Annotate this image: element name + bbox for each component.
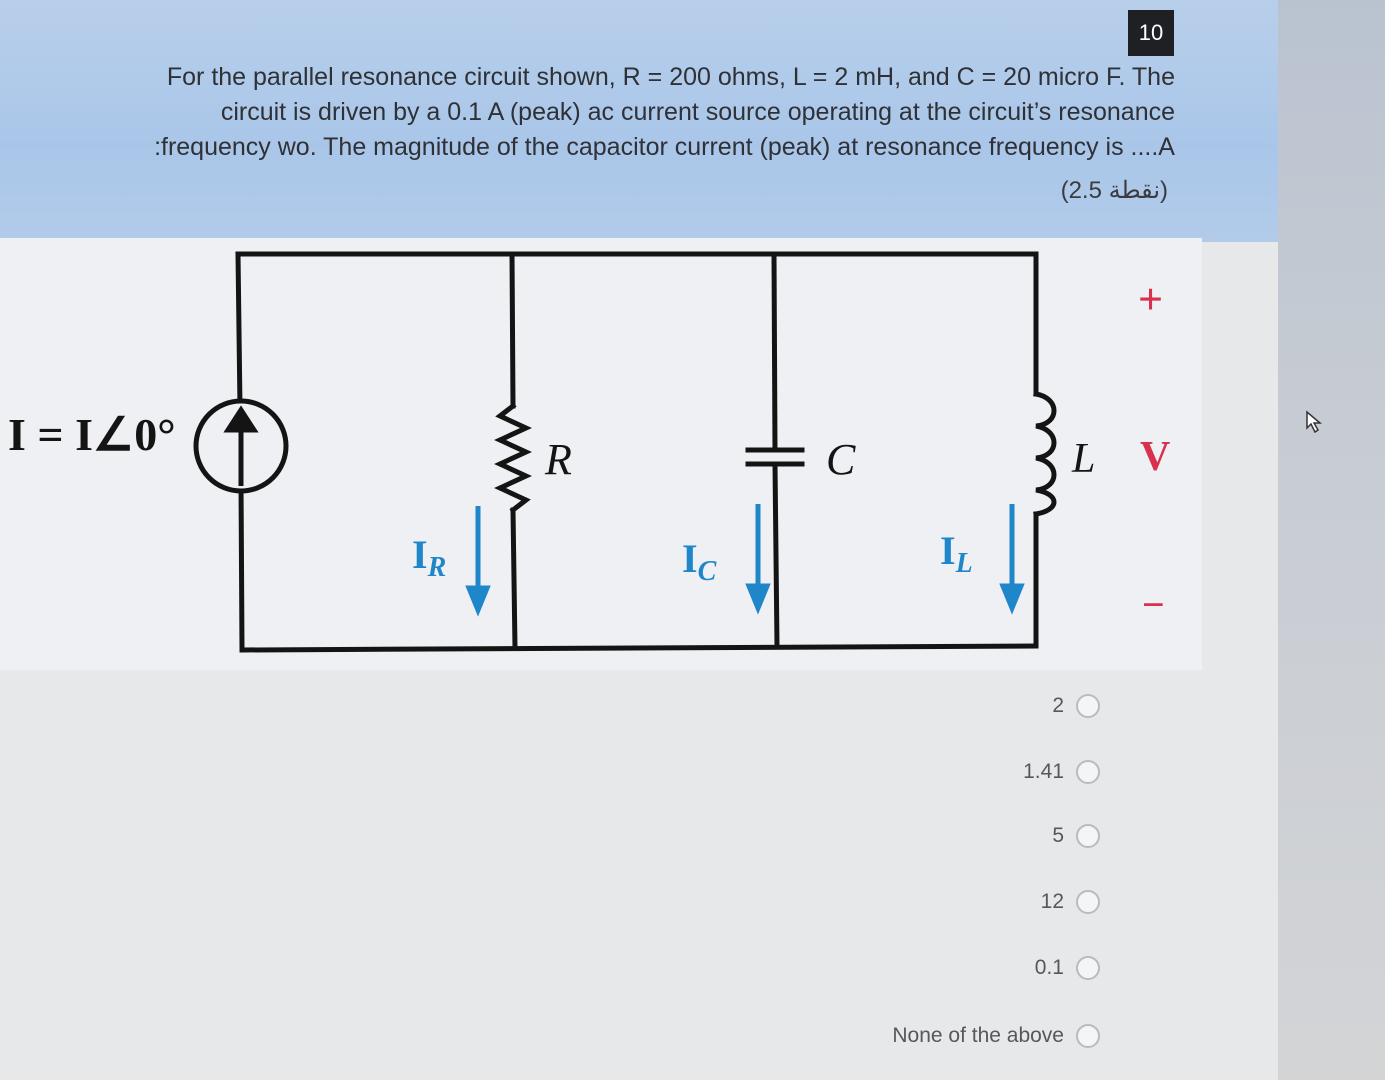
current-il-label: IL: [940, 528, 973, 579]
radio-button[interactable]: [1076, 824, 1100, 848]
option-12[interactable]: 12: [1041, 890, 1100, 914]
question-text-line-1: For the parallel resonance circuit shown…: [166, 63, 1175, 91]
radio-button[interactable]: [1076, 890, 1100, 914]
wire-c-bottom: [772, 461, 780, 649]
question-number-badge: 10: [1128, 10, 1174, 56]
option-none[interactable]: None of the above: [892, 1024, 1100, 1048]
capacitor-label: C: [826, 435, 856, 484]
wire-r-top: [509, 251, 516, 409]
option-label: 5: [1052, 824, 1064, 847]
wire-bottom: [239, 643, 1039, 653]
option-5[interactable]: 5: [1052, 824, 1100, 848]
resistor-zigzag: [494, 402, 532, 514]
wire-left-bottom: [238, 479, 245, 653]
plus-sign: +: [1138, 275, 1163, 324]
current-ic-label: IC: [682, 536, 717, 587]
option-label: 1.41: [1023, 760, 1064, 783]
question-header: 10 For the parallel resonance circuit sh…: [0, 0, 1278, 242]
inductor-coil: [1033, 391, 1057, 517]
question-text-line-3: :frequency wo. The magnitude of the capa…: [154, 133, 1175, 161]
wire-left-top: [235, 251, 243, 411]
minus-sign: −: [1142, 582, 1165, 627]
wire-c-top: [771, 251, 778, 453]
option-label: 0.1: [1034, 956, 1064, 979]
option-0-1[interactable]: 0.1: [1035, 956, 1100, 980]
radio-button[interactable]: [1076, 1024, 1100, 1048]
question-card: 10 For the parallel resonance circuit sh…: [0, 0, 1278, 1080]
current-ir-label: IR: [412, 532, 446, 583]
option-2[interactable]: 2: [1052, 694, 1100, 718]
option-label: 2: [1052, 694, 1064, 717]
mouse-cursor-icon: [1306, 410, 1323, 434]
radio-button[interactable]: [1076, 956, 1100, 980]
current-source-icon: [193, 398, 289, 494]
option-label: 12: [1040, 890, 1064, 913]
question-text: For the parallel resonance circuit shown…: [70, 60, 1175, 165]
question-points: (نقطة 2.5): [1060, 177, 1168, 204]
circuit-figure: I = I∠0° R C L V + − IR IC IL: [0, 238, 1202, 670]
option-1-41[interactable]: 1.41: [1023, 760, 1100, 784]
wire-r-bottom: [510, 507, 518, 651]
radio-button[interactable]: [1076, 760, 1100, 784]
resistor-label: R: [544, 435, 572, 484]
page-margin: [1278, 0, 1385, 1080]
voltage-label: V: [1140, 434, 1170, 480]
inductor-label: L: [1071, 436, 1095, 482]
radio-button[interactable]: [1076, 694, 1100, 718]
question-text-line-2: circuit is driven by a 0.1 A (peak) ac c…: [220, 98, 1175, 126]
source-label: I = I∠0°: [8, 409, 176, 460]
circuit-diagram: I = I∠0° R C L V + − IR IC IL: [8, 251, 1170, 653]
option-label: None of the above: [892, 1024, 1064, 1047]
